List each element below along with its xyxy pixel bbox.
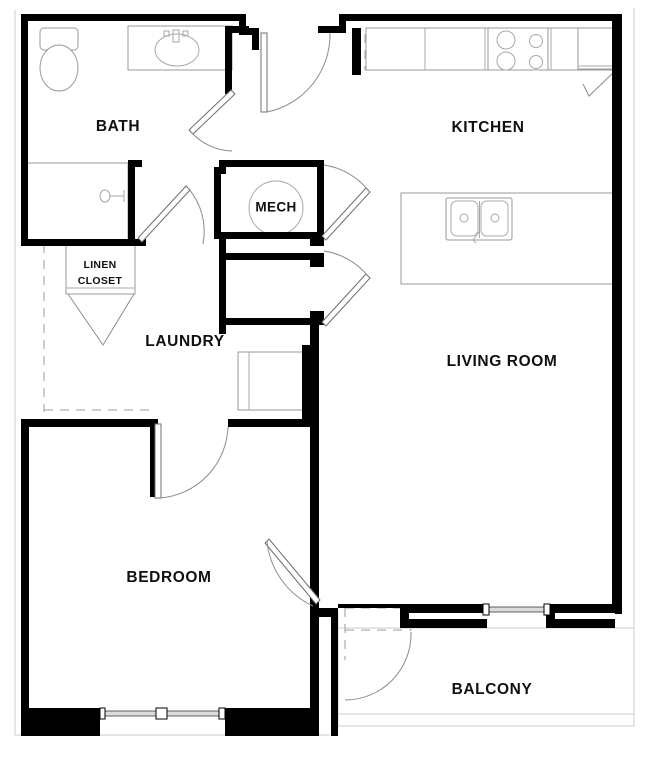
sink-faucet-icon <box>163 29 189 43</box>
bath-laundry-door <box>137 185 205 245</box>
shower-head-icon <box>99 189 125 203</box>
linen-closet-bifold-doors <box>67 293 135 346</box>
refrigerator <box>577 27 615 97</box>
linen-closet-shelving <box>65 243 136 295</box>
wall-structure <box>21 14 622 736</box>
kitchen-area <box>364 27 615 97</box>
balcony-sliding-door <box>344 631 412 701</box>
toilet-fixture <box>39 27 79 92</box>
hall-closet-door <box>321 250 371 327</box>
vanity-fixture <box>127 25 233 71</box>
bedroom-living-door <box>264 538 321 607</box>
room-label-living-room: LIVING ROOM <box>447 353 558 370</box>
range-cooktop <box>487 27 549 71</box>
room-label-bath: BATH <box>96 118 140 135</box>
room-label-bedroom: BEDROOM <box>126 569 211 586</box>
room-label-linen-closet-line1: LINEN <box>84 259 117 271</box>
living-room-window <box>482 603 551 616</box>
bedroom-door <box>154 423 229 499</box>
pantry-cabinet-dashed <box>364 34 425 71</box>
kitchen-double-sink <box>445 197 513 244</box>
washer-dryer-stack <box>237 351 307 411</box>
room-label-kitchen: KITCHEN <box>451 119 524 136</box>
bathtub-fixture <box>26 162 129 241</box>
bedroom-window <box>99 707 226 720</box>
kitchen-island <box>400 192 614 285</box>
room-label-mech: MECH <box>255 200 296 215</box>
room-label-linen-closet-line2: CLOSET <box>78 275 123 287</box>
bath-room <box>26 25 233 241</box>
room-label-laundry: LAUNDRY <box>145 333 224 350</box>
room-label-balcony: BALCONY <box>452 681 533 698</box>
bath-door <box>188 89 236 152</box>
entry-door <box>260 32 331 113</box>
mech-closet-door <box>321 164 371 241</box>
laundry-closet-dashed-guide <box>43 244 156 412</box>
